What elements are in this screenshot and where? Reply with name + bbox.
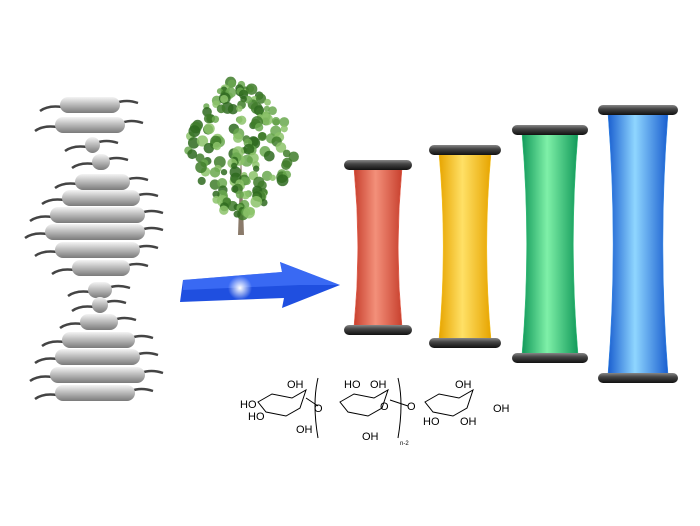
atom-label: HO	[248, 411, 265, 423]
cellulose-chain	[65, 137, 118, 153]
atom-label: O	[314, 403, 323, 415]
atom-label: O	[380, 401, 389, 413]
elastic-pillar-1	[344, 160, 412, 335]
bottom-cap	[512, 353, 588, 363]
cellulose-chain	[72, 154, 128, 170]
cellulose-chain	[55, 174, 148, 190]
elastic-pillar-4	[598, 105, 678, 383]
cellulose-chain	[68, 282, 130, 298]
atom-label: OH	[370, 379, 387, 391]
cellulose-chain	[35, 349, 158, 365]
cellulose-chain	[35, 242, 158, 258]
atom-label: OH	[287, 379, 304, 391]
cellulose-chain	[35, 385, 153, 401]
repeat-index: n-2	[400, 441, 409, 447]
bottom-cap	[429, 338, 501, 348]
top-cap	[512, 125, 588, 135]
pillars	[344, 105, 678, 383]
arrow	[180, 262, 340, 308]
atom-label: OH	[455, 379, 472, 391]
atom-label: OH	[493, 403, 510, 415]
cellulose-chain	[35, 117, 143, 133]
cellulose-chain	[60, 314, 136, 330]
atom-label: OH	[296, 424, 313, 436]
atom-label: HO	[344, 379, 361, 391]
elastic-pillar-3	[512, 125, 588, 363]
elastic-pillar-2	[429, 145, 501, 348]
atom-label: HO	[423, 416, 440, 428]
bottom-cap	[344, 325, 412, 335]
cellulose-chain	[52, 260, 148, 276]
cellulose-chain	[42, 190, 158, 206]
cellulose-structure: OHHOHOOHOHOOHOOHOOHHOOHOHn-2	[240, 378, 510, 447]
atom-label: OH	[460, 416, 477, 428]
top-cap	[344, 160, 412, 170]
cellulose-chain	[40, 97, 138, 113]
cellulose-chain	[30, 367, 163, 383]
cellulose-chain	[30, 207, 163, 223]
tree	[184, 77, 299, 235]
cellulose-fibril	[25, 97, 163, 401]
top-cap	[429, 145, 501, 155]
atom-label: HO	[240, 399, 257, 411]
cellulose-chain	[72, 297, 126, 313]
cellulose-chain	[25, 224, 163, 240]
bottom-cap	[598, 373, 678, 383]
atom-label: O	[407, 401, 416, 413]
top-cap	[598, 105, 678, 115]
atom-label: OH	[362, 431, 379, 443]
cellulose-chain	[42, 332, 153, 348]
